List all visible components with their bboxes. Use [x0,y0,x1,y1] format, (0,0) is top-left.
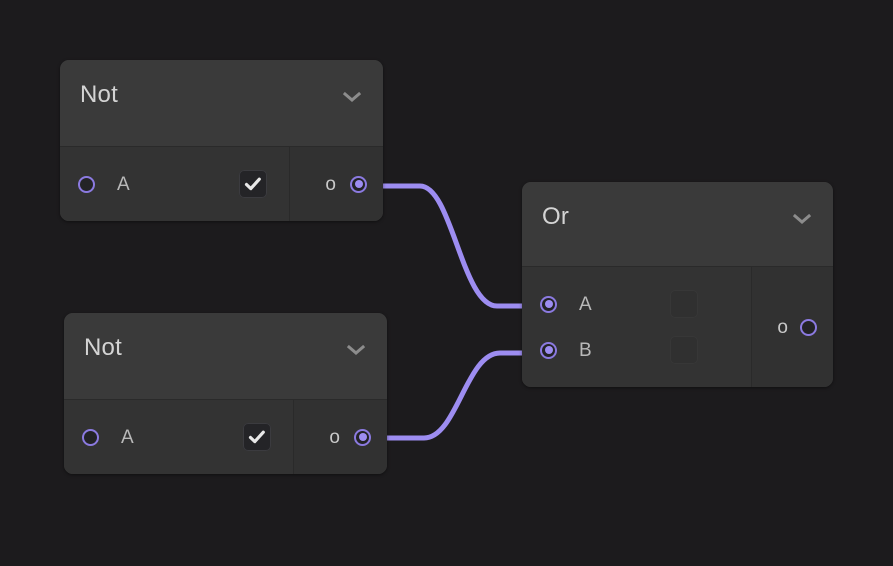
input-row-b[interactable]: B [522,335,751,365]
input-port-a[interactable] [78,175,95,193]
output-row-o[interactable]: o [294,428,387,447]
node-not-1-title: Not [80,81,118,108]
node-not-1-outputs: o [290,147,383,221]
node-or-outputs: o [752,267,833,387]
node-or[interactable]: Or A B [522,182,833,387]
node-not-2-header[interactable]: Not [64,313,387,400]
input-checkbox-b [670,336,698,364]
input-checkbox-a[interactable] [239,170,267,198]
output-label-o: o [777,316,788,338]
node-not-2-body: A o [64,400,387,474]
node-not-2-outputs: o [294,400,387,474]
node-not-2-inputs: A [64,400,294,474]
output-row-o[interactable]: o [290,175,383,194]
input-row-a[interactable]: A [64,423,293,451]
edge-not1-to-or-a [380,183,536,309]
input-checkbox-a[interactable] [243,423,271,451]
output-port-o[interactable] [800,318,817,336]
input-widget-wrap [670,336,751,364]
node-not-1-inputs: A [60,147,290,221]
input-widget-wrap [239,170,289,198]
output-port-o[interactable] [350,175,367,193]
node-not-2-title: Not [84,334,122,361]
node-not-1-header[interactable]: Not [60,60,383,147]
chevron-down-icon[interactable] [341,86,363,108]
input-port-a[interactable] [82,428,99,446]
input-label-a: A [579,293,592,315]
input-port-b[interactable] [540,341,557,359]
input-port-a[interactable] [540,295,557,313]
output-label-o: o [329,426,340,448]
output-label-o: o [325,173,336,195]
input-label-a: A [117,173,130,195]
chevron-down-icon[interactable] [791,208,813,230]
input-label-b: B [579,339,592,361]
node-or-body: A B o [522,267,833,387]
input-row-a[interactable]: A [522,289,751,319]
output-port-o[interactable] [354,428,371,446]
input-widget-wrap [243,423,293,451]
node-or-header[interactable]: Or [522,182,833,267]
edge-not2-to-or-b [384,350,539,441]
input-row-a[interactable]: A [60,170,289,198]
input-checkbox-a [670,290,698,318]
input-label-a: A [121,426,134,448]
output-row-o[interactable]: o [752,318,833,337]
node-not-1[interactable]: Not A [60,60,383,221]
node-or-inputs: A B [522,267,752,387]
chevron-down-icon[interactable] [345,339,367,361]
node-not-2[interactable]: Not A [64,313,387,474]
node-not-1-body: A o [60,147,383,221]
node-or-title: Or [542,203,570,230]
input-widget-wrap [670,290,751,318]
